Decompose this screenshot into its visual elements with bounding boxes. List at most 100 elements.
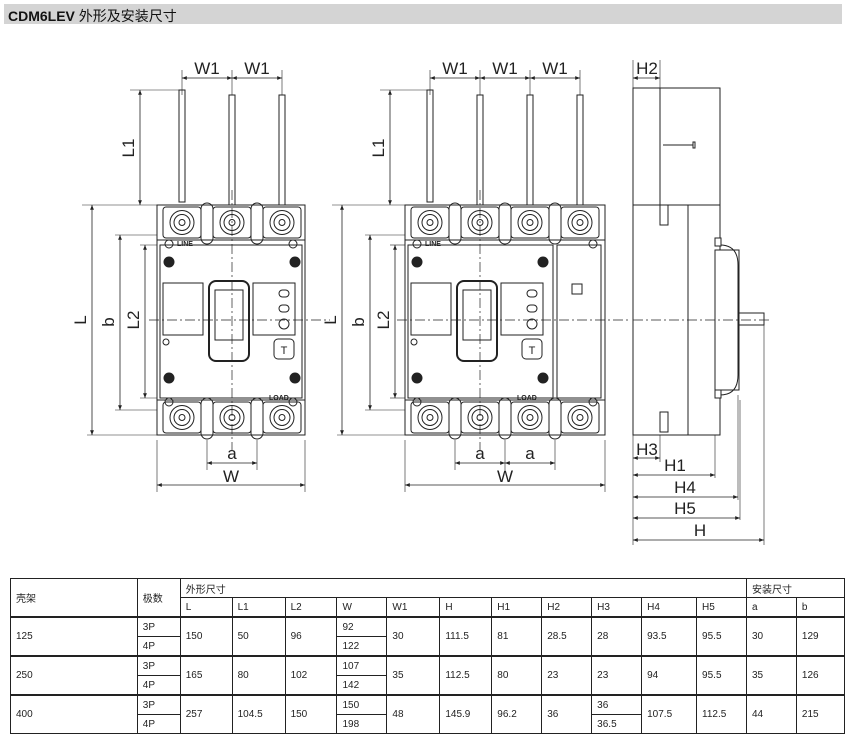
terminal	[560, 206, 600, 239]
cell-H3: 23	[591, 655, 643, 696]
header-col-H: H	[439, 597, 493, 618]
header-poles: 极数	[136, 578, 181, 618]
load-label: LOAD	[517, 395, 537, 402]
busbar	[178, 89, 186, 203]
cell-a: 30	[746, 616, 797, 657]
cell-H5: 112.5	[696, 694, 747, 734]
cell-W: 150	[336, 694, 388, 715]
load-label: LOAD	[269, 395, 289, 402]
dimension-label-w1: W1	[492, 59, 518, 78]
test-button[interactable]	[273, 338, 295, 360]
terminal	[262, 206, 302, 239]
header-outer-dimensions: 外形尺寸	[179, 578, 748, 598]
cell-a: 44	[746, 694, 797, 734]
header-col-W: W	[336, 597, 388, 618]
header-col-H5: H5	[696, 597, 747, 618]
dimension-label-l1: L1	[119, 139, 138, 158]
cell-frame: 250	[10, 655, 138, 696]
dimension-label-l: L	[71, 315, 90, 324]
dimension-label-h2: H2	[636, 59, 658, 78]
mount-hole-icon	[163, 372, 175, 384]
test-button-label: T	[529, 345, 536, 357]
cell-H3: 36.5	[591, 714, 643, 734]
cell-poles: 3P	[136, 655, 181, 676]
line-label: LINE	[425, 241, 441, 248]
window	[410, 282, 452, 336]
dimension-label-b: b	[99, 317, 118, 326]
header-col-L: L	[179, 597, 233, 618]
cell-H4: 93.5	[641, 616, 698, 657]
header-col-H2: H2	[541, 597, 593, 618]
header-col-H4: H4	[641, 597, 698, 618]
neutral-indicator	[571, 283, 583, 295]
mount-hole-icon	[289, 256, 301, 268]
cell-H1: 80	[491, 655, 543, 696]
section-title-bar: CDM6LEV 外形及安装尺寸	[4, 4, 842, 24]
cell-frame: 400	[10, 694, 138, 734]
header-col-H1: H1	[491, 597, 543, 618]
busbar	[576, 94, 584, 208]
dimension-label-a: a	[525, 444, 535, 463]
screw-icon	[412, 239, 422, 249]
dimension-label-h: H	[694, 521, 706, 540]
cell-H2: 28.5	[541, 616, 593, 657]
cell-H3: 28	[591, 616, 643, 657]
cell-poles: 4P	[136, 675, 181, 696]
header-col-L2: L2	[284, 597, 338, 618]
busbar	[278, 94, 286, 208]
dimension-label-h3: H3	[636, 440, 658, 459]
operating-handle[interactable]	[208, 280, 250, 362]
cell-W1: 48	[386, 694, 441, 734]
cell-poles: 4P	[136, 714, 181, 734]
line-label: LINE	[177, 241, 193, 248]
dimension-label-b: b	[349, 317, 368, 326]
dimension-label-h1: H1	[664, 456, 686, 475]
header-mounting-dimensions: 安装尺寸	[746, 578, 845, 598]
front-view-4p: T LINE LOAD	[397, 89, 630, 450]
section-title: CDM6LEV 外形及安装尺寸	[8, 8, 177, 24]
neutral-module	[556, 244, 602, 399]
header-frame: 壳架	[10, 578, 138, 618]
cell-W1: 30	[386, 616, 441, 657]
cell-H: 112.5	[439, 655, 493, 696]
cell-H5: 95.5	[696, 616, 747, 657]
screw-icon	[412, 397, 422, 407]
cell-W: 122	[336, 636, 388, 657]
mount-hole-icon	[537, 256, 549, 268]
dimension-label-a: a	[227, 444, 237, 463]
screw-icon	[164, 397, 174, 407]
mount-hole-icon	[289, 372, 301, 384]
header-col-L1: L1	[231, 597, 286, 618]
screw-icon	[288, 397, 298, 407]
mount-hole-icon	[411, 256, 423, 268]
cell-L2: 96	[284, 616, 338, 657]
dimension-label-h5: H5	[674, 499, 696, 518]
leakage-setting-panel	[500, 282, 544, 336]
operating-handle[interactable]	[456, 280, 498, 362]
cell-poles: 4P	[136, 636, 181, 657]
cell-W1: 35	[386, 655, 441, 696]
screw-icon	[288, 239, 298, 249]
dimension-label-w: W	[497, 467, 513, 486]
cell-L1: 80	[231, 655, 286, 696]
cell-L2: 102	[284, 655, 338, 696]
cell-L1: 104.5	[231, 694, 286, 734]
table-row: 4P 122	[11, 636, 845, 657]
mount-hole-icon	[411, 372, 423, 384]
mount-hole-icon	[537, 372, 549, 384]
handle-window	[214, 289, 244, 341]
cell-H5: 95.5	[696, 655, 747, 696]
cell-H1: 81	[491, 616, 543, 657]
test-button[interactable]	[521, 338, 543, 360]
test-button-label: T	[281, 345, 288, 357]
header-col-W1: W1	[386, 597, 441, 618]
cell-H4: 107.5	[641, 694, 698, 734]
cell-L: 165	[179, 655, 233, 696]
screw-icon	[588, 239, 598, 249]
busbar	[426, 89, 434, 203]
cell-H3: 36	[591, 694, 643, 715]
cell-H1: 96.2	[491, 694, 543, 734]
